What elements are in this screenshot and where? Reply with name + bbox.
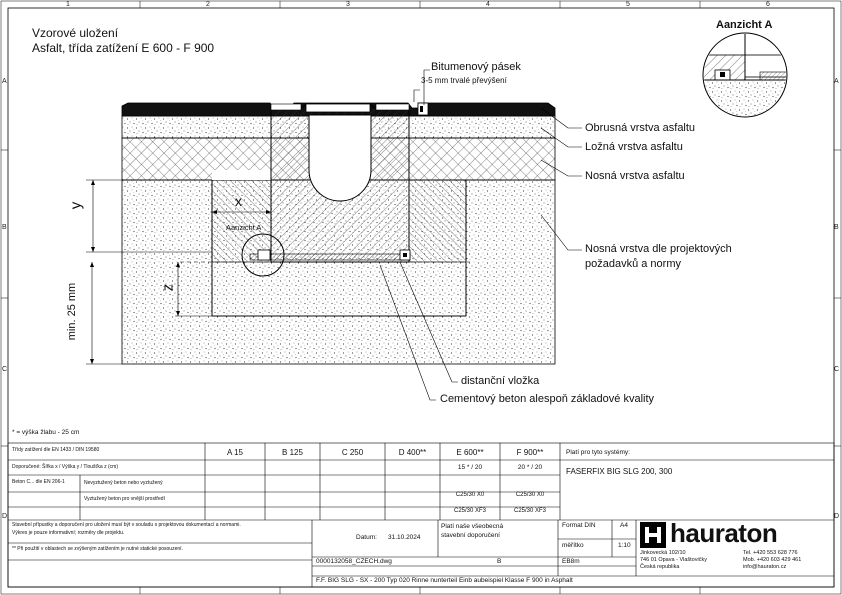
company-address-3: Česká republika — [640, 564, 680, 570]
drawing-title-line1: Vzorové uložení — [32, 26, 119, 40]
grid-row-a: A — [2, 78, 7, 85]
label-concrete: Cementový beton alespoň základové kvalit… — [440, 393, 655, 405]
spec-table-grid — [7, 442, 835, 588]
valid-note-2: stavební doporučení — [441, 532, 500, 539]
row-dimensions-label: Doporučené: Šířka x / Výška y / Tloušťka… — [12, 464, 118, 470]
grid-row-c: C — [2, 366, 8, 373]
company-address-2: 746 01 Opava - Vlaštovičky — [640, 557, 707, 563]
class-e600: E 600** — [456, 448, 484, 457]
drawn-by: EB8m — [562, 558, 580, 565]
label-subbase-2: požadavků a normy — [585, 258, 681, 270]
note-1: Stavební přípustky a doporučení pro ulož… — [12, 522, 241, 528]
company-tel: Tel. +420 553 628 776 — [743, 550, 798, 556]
scale-value: 1:10 — [618, 542, 631, 549]
label-overlap: 3-5 mm trvalé převýšení — [421, 76, 507, 85]
e600-c25-xf3: C25/30 XF3 — [453, 508, 487, 514]
grid-row-b: B — [2, 224, 7, 231]
e600-c25-x0: C25/30 X0 — [455, 492, 485, 498]
grid-row-d: D — [2, 513, 8, 520]
company-address-1: Jinkovecká 102/10 — [640, 550, 686, 556]
label-binder-course: Ložná vrstva asfaltu — [585, 141, 683, 153]
note-2: Výkres je pouze informativní; rozměry dl… — [12, 530, 125, 536]
e600-dimensions: 15 * / 20 — [457, 464, 483, 471]
f900-dimensions: 20 * / 20 — [517, 464, 543, 471]
label-bitumen-tape: Bitumenový pásek — [431, 61, 521, 73]
scale-label: měřítko — [562, 542, 584, 549]
grid-col-6: 6 — [766, 1, 770, 8]
leader-lines — [379, 69, 582, 401]
hauraton-logo-icon — [640, 522, 666, 548]
dimension-x: x — [235, 193, 242, 209]
label-view-a: Aanzicht A — [226, 223, 262, 232]
view-a-marker — [241, 233, 285, 277]
format-label: Format DIN — [562, 522, 596, 529]
grid-col-2: 2 — [206, 1, 210, 8]
grating — [305, 103, 371, 113]
company-email: info@hauraton.cz — [743, 564, 787, 570]
class-d400: D 400** — [398, 448, 427, 457]
company-mob: Mob. +420 603 429 461 — [743, 557, 802, 563]
table-row-header: Třídy zatížení dle EN 1433 / DIN 19580 — [12, 447, 100, 453]
valid-for-label: Platí pro tyto systémy: — [566, 449, 630, 456]
label-subbase-1: Nosná vrstva dle projektových — [585, 243, 732, 255]
channel-opening — [308, 114, 372, 202]
valid-systems: FASERFIX BIG SLG 200, 300 — [566, 467, 673, 476]
valid-note-1: Platí naše všeobecná — [441, 523, 504, 530]
grid-row-d-right: D — [834, 513, 840, 520]
spacer-strip — [249, 253, 411, 261]
grid-row-a-right: A — [834, 78, 839, 85]
grid-col-4: 4 — [486, 1, 490, 8]
class-f900: F 900** — [516, 448, 544, 457]
grid-col-1: 1 — [66, 1, 70, 8]
file-name: 0000132058_CZECH.dwg — [316, 558, 392, 565]
class-b125: B 125 — [282, 448, 303, 457]
f900-c25-xf3: C25/30 XF3 — [513, 508, 547, 514]
revision: B — [497, 558, 502, 565]
grid-col-5: 5 — [626, 1, 630, 8]
label-spacer: distanční vložka — [461, 375, 540, 387]
grid-row-c-right: C — [834, 366, 840, 373]
label-wearing-course: Obrusná vrstva asfaltu — [585, 122, 696, 134]
dimension-y: y — [67, 201, 85, 210]
dimension-min-25mm: min. 25 mm — [66, 282, 79, 341]
company-name: hauraton — [670, 518, 778, 548]
date-value: 31.10.2024 — [388, 534, 421, 541]
note-3: ** Při použití v oblastech se zvýšeným z… — [12, 546, 183, 552]
label-base-course: Nosná vrstva asfaltu — [585, 170, 685, 182]
row-concrete-sub2: Vyztužený beton pro vnější prostředí — [84, 496, 165, 502]
row-concrete-label: Beton C... dle EN 206-1 — [12, 479, 65, 485]
drawing-title-line2: Asfalt, třída zatížení E 600 - F 900 — [32, 41, 215, 55]
date-label: Datum: — [356, 534, 377, 541]
detail-view-title: Aanzicht A — [716, 19, 773, 31]
dimension-z: z — [159, 283, 177, 292]
footnote: * = výška žlabu - 25 cm — [12, 429, 80, 436]
row-concrete-sub1: Nevyztužený beton nebo vyztužený — [84, 480, 163, 486]
grid-row-b-right: B — [834, 224, 839, 231]
drawing-description: F.F. BIG SLG - SX - 200 Typ 020 Rinne nu… — [316, 577, 573, 584]
class-a15: A 15 — [226, 448, 243, 457]
class-c250: C 250 — [341, 448, 364, 457]
f900-c25-x0: C25/30 X0 — [515, 492, 545, 498]
format-value: A4 — [620, 522, 628, 529]
grid-col-3: 3 — [346, 1, 350, 8]
